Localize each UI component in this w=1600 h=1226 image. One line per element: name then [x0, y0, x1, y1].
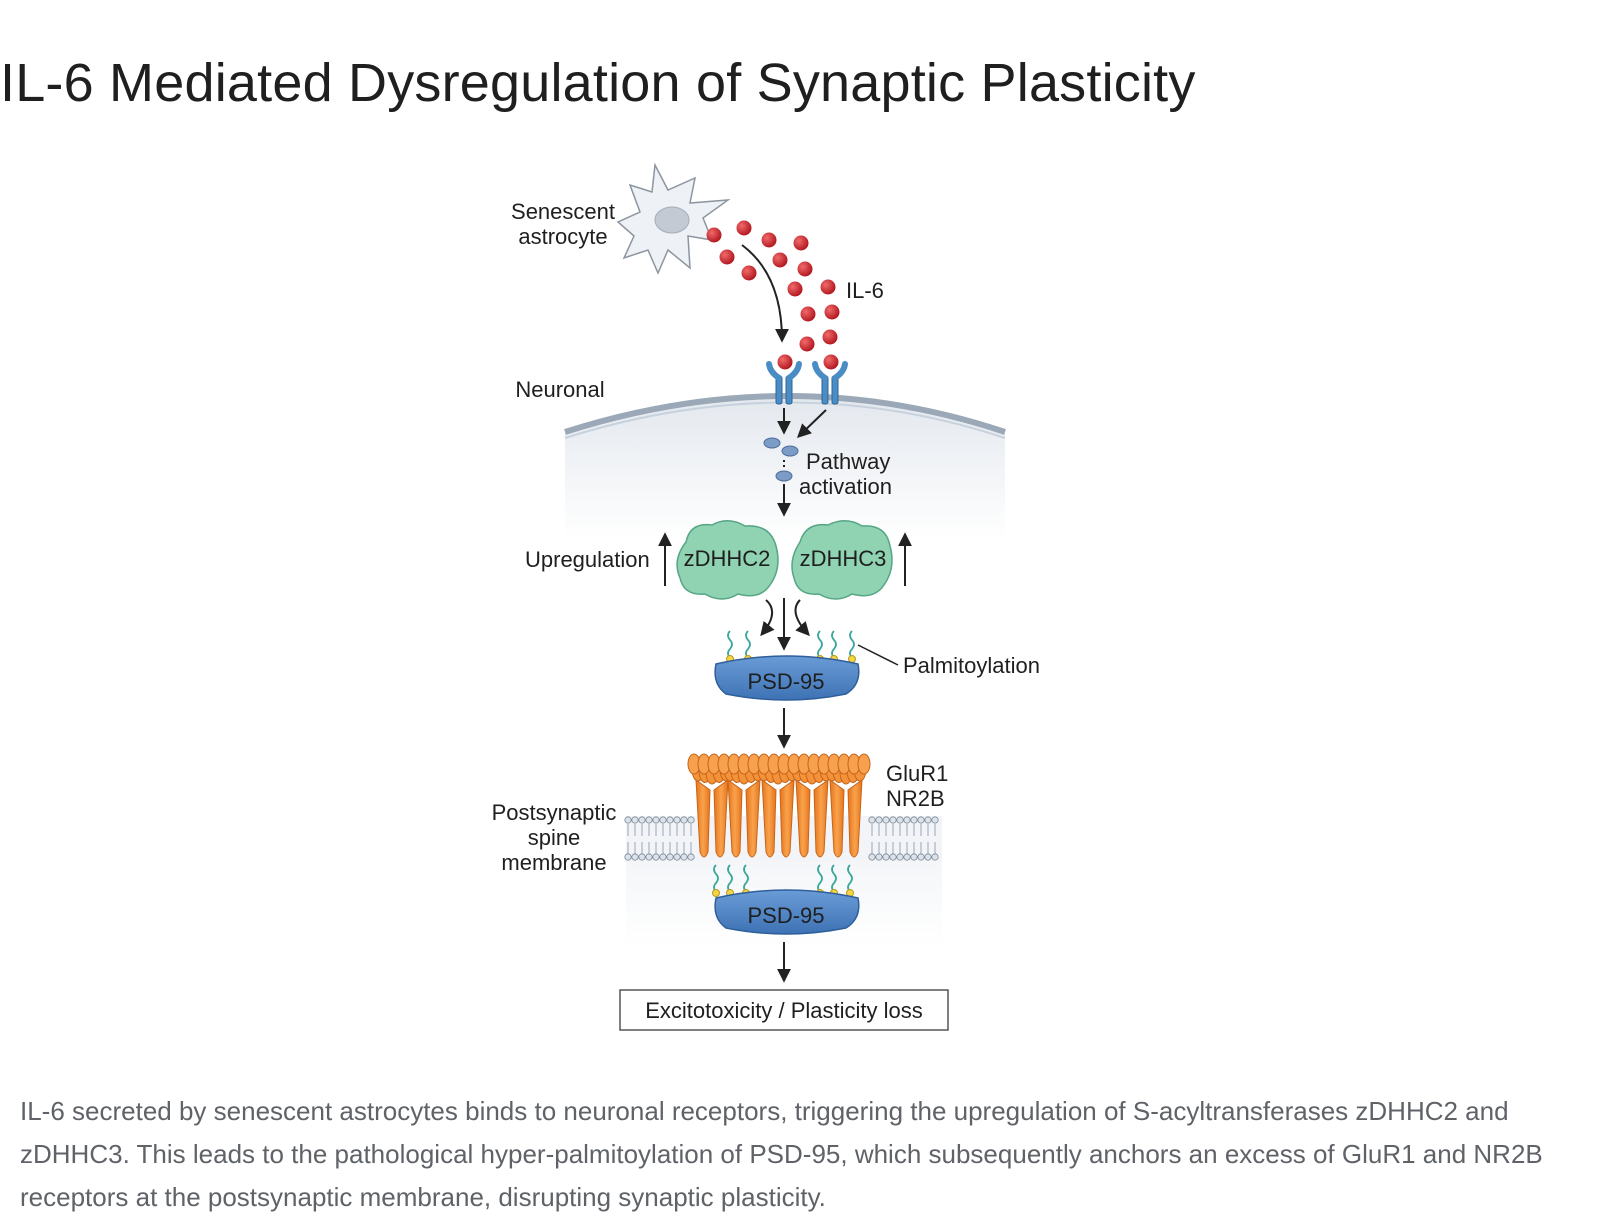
pathway-label-line2: activation: [799, 474, 892, 499]
page-title: IL-6 Mediated Dysregulation of Synaptic …: [0, 53, 1196, 113]
astrocyte-label-line2: astrocyte: [518, 224, 607, 249]
palmitoylation-pointer: [857, 644, 899, 666]
il6-receptor: [812, 361, 848, 405]
il6-particles: [706, 220, 840, 370]
palmitoylation-label: Palmitoylation: [903, 653, 1040, 678]
lipid-bilayer: [624, 816, 939, 861]
secretion-arrow: [741, 244, 789, 343]
spine-label-line1: Postsynaptic: [492, 800, 617, 825]
neuronal-label: Neuronal: [515, 377, 604, 402]
pathway-diagram: Senescent astrocyte IL-6 Neuronal: [492, 162, 1040, 1031]
psd95-bottom-label: PSD-95: [747, 903, 824, 928]
psd95-top: [714, 655, 860, 701]
figure-caption: IL-6 secreted by senescent astrocytes bi…: [20, 1096, 1543, 1212]
receptor-label-line1: GluR1: [886, 761, 948, 786]
il6-label: IL-6: [846, 278, 884, 303]
receptor-label-line2: NR2B: [886, 786, 945, 811]
psd95-bottom: [714, 889, 860, 935]
senescent-astrocyte: [616, 162, 731, 275]
spine-label-line3: membrane: [501, 850, 606, 875]
zdhhc3-enzyme: [791, 520, 893, 600]
zdhhc2-label: zDHHC2: [684, 546, 771, 571]
zdhhc3-label: zDHHC3: [800, 546, 887, 571]
outcome-box: [619, 989, 949, 1031]
palmitate-chains-bottom: [713, 864, 853, 893]
glur1-nr2b-receptor-cluster: [687, 753, 871, 858]
signal-arrow: [796, 409, 827, 438]
palmitoylation-arrow: [794, 599, 810, 637]
il6-receptor: [766, 361, 802, 405]
upregulation-label: Upregulation: [525, 547, 650, 572]
outcome-label: Excitotoxicity / Plasticity loss: [645, 998, 923, 1023]
psd95-top-label: PSD-95: [747, 669, 824, 694]
pathway-label-line1: Pathway: [806, 449, 890, 474]
spine-label-line2: spine: [528, 825, 581, 850]
signaling-molecules: [763, 437, 799, 482]
palmitate-chains-top: [727, 630, 855, 659]
palmitoylation-arrow: [760, 599, 775, 637]
zdhhc2-enzyme: [676, 520, 779, 600]
astrocyte-label-line1: Senescent: [511, 199, 615, 224]
